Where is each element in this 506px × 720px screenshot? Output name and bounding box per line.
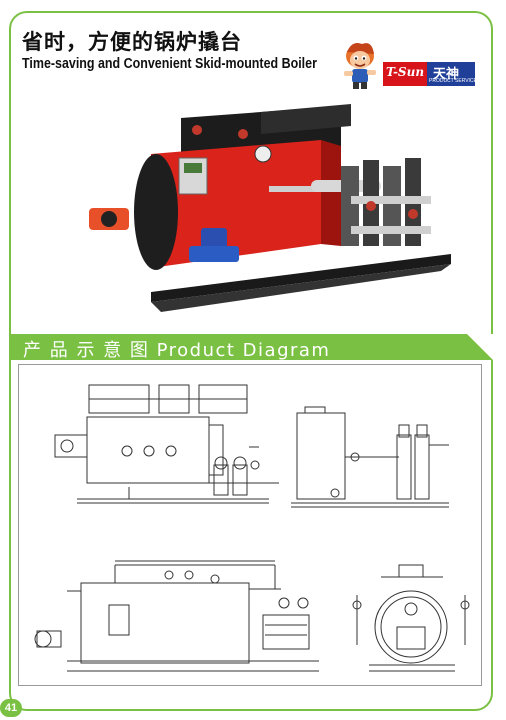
section-header-bar: 产 品 示 意 图 Product Diagram [11, 334, 493, 361]
technical-drawings [34, 384, 470, 672]
brand-logo: T-Sun 天神 PRODUCT SERVICE [383, 62, 477, 86]
mascot-illustration [344, 43, 376, 89]
end-view-drawing [352, 564, 470, 672]
page-frame [9, 11, 493, 711]
page-number: 41 [0, 699, 22, 717]
brand-cn: 天神 [433, 67, 460, 82]
front-elevation-drawing [34, 560, 319, 672]
page-title-cn: 省时，方便的锅炉撬台 [22, 30, 242, 54]
plan-view-drawing [54, 384, 279, 504]
brand-tagline: PRODUCT SERVICE [429, 78, 477, 84]
product-diagram [18, 364, 482, 686]
product-photo [11, 96, 491, 326]
boiler-photo-illustration [89, 104, 451, 312]
page-title-en: Time-saving and Convenient Skid-mounted … [22, 56, 317, 72]
brand-script: T-Sun [386, 65, 425, 79]
side-view-drawing [291, 406, 449, 508]
brand-logo-mark [383, 62, 475, 86]
section-title: 产 品 示 意 图 Product Diagram [23, 340, 331, 361]
